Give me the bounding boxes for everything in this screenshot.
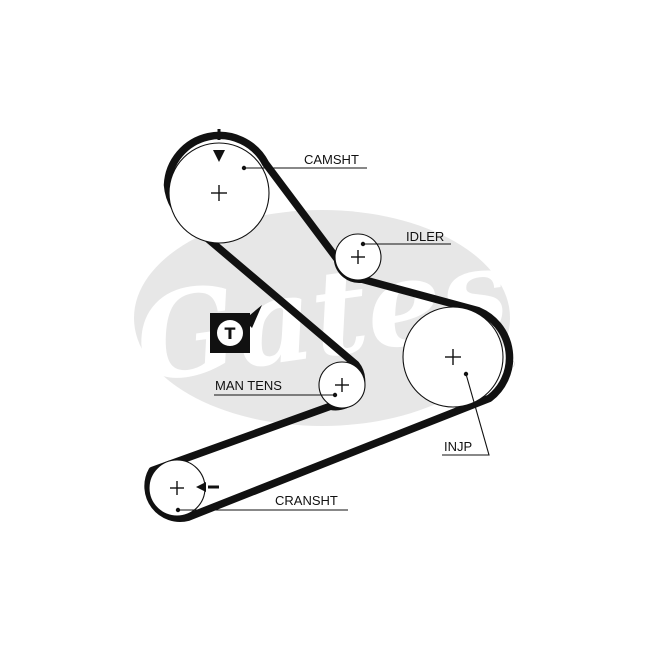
idler-label: IDLER: [406, 229, 444, 244]
injection-pump-leader: [442, 371, 490, 456]
idler-leader: [360, 241, 451, 247]
manual-tensioner-pulley: [318, 361, 366, 409]
injection-pump-pulley: [402, 306, 504, 408]
camshaft-label: CAMSHT: [304, 152, 359, 167]
crankshaft-timing-arrow-icon: [196, 482, 206, 492]
camshaft-timing-arrow-icon: [213, 150, 225, 162]
camshaft-leader: [241, 165, 367, 171]
manual-tensioner-leader: [214, 392, 338, 398]
tensioner-timing-icon: T: [210, 305, 262, 353]
camshaft-timing-mark-bar: [217, 129, 221, 140]
injection-pump-leader-line: [442, 373, 490, 456]
crankshaft-leader: [175, 507, 348, 513]
crankshaft-pulley: [148, 459, 206, 517]
tensioner-icon-circle: [217, 320, 243, 346]
tensioner-icon-letter: T: [225, 324, 236, 343]
camshaft-timing-mark: [213, 129, 225, 162]
crankshaft-timing-mark: [196, 482, 219, 492]
crankshaft-timing-mark-bar: [208, 485, 219, 489]
crankshaft-label: CRANSHT: [275, 493, 338, 508]
injection-pump-label: INJP: [444, 439, 472, 454]
manual-tensioner-label: MAN TENS: [215, 378, 282, 393]
idler-pulley: [334, 233, 382, 281]
tensioner-icon-corner: [244, 305, 262, 328]
